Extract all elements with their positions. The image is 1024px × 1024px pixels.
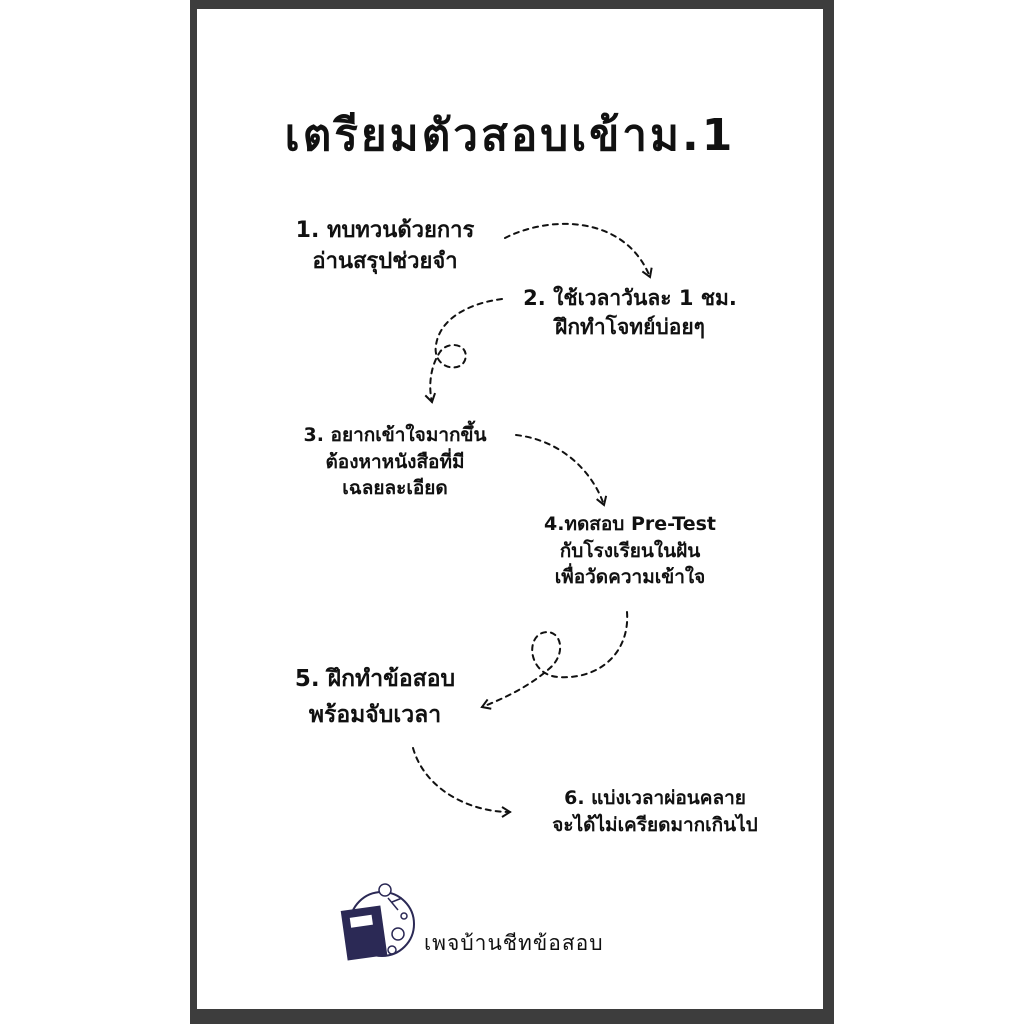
- page-name: เพจบ้านชีทข้อสอบ: [424, 931, 604, 955]
- step-1-line-1: 1. ทบทวนด้วยการ: [295, 218, 475, 243]
- arrow-3-to-4: [515, 434, 608, 507]
- step-4-line-3: เพื่อวัดความเข้าใจ: [554, 566, 706, 589]
- step-6: 6. แบ่งเวลาผ่อนคลาย จะได้ไม่เครียดมากเกิ…: [520, 785, 790, 838]
- arrow-5-to-6: [412, 747, 512, 818]
- arrow-1-to-2: [504, 222, 653, 279]
- step-2-line-2: ฝึกทำโจทย์บ่อยๆ: [555, 315, 705, 340]
- step-4-line-2: กับโรงเรียนในฝัน: [559, 539, 701, 562]
- step-3-line-3: เฉลยละเอียด: [342, 477, 448, 500]
- step-1-line-2: อ่านสรุปช่วยจำ: [312, 248, 458, 274]
- arrow-2-to-3: [424, 298, 503, 404]
- poster-panel: [197, 9, 823, 1009]
- step-2: 2. ใช้เวลาวันละ 1 ชม. ฝึกทำโจทย์บ่อยๆ: [495, 284, 765, 343]
- step-3-line-2: ต้องหาหนังสือที่มี: [325, 450, 465, 473]
- step-5-line-2: พร้อมจับเวลา: [308, 701, 442, 728]
- arrow-4-to-5: [480, 611, 629, 710]
- step-3-line-1: 3. อยากเข้าใจมากขึ้น: [303, 424, 487, 446]
- step-5: 5. ฝึกทำข้อสอบ พร้อมจับเวลา: [260, 662, 490, 733]
- step-6-line-2: จะได้ไม่เครียดมากเกินไป: [552, 813, 758, 836]
- step-6-line-1: 6. แบ่งเวลาผ่อนคลาย: [564, 787, 746, 809]
- step-4-line-1: 4.ทดสอบ Pre-Test: [544, 513, 716, 535]
- step-5-line-1: 5. ฝึกทำข้อสอบ: [294, 666, 456, 692]
- step-1: 1. ทบทวนด้วยการ อ่านสรุปช่วยจำ: [260, 216, 510, 278]
- poster-title: เตรียมตัวสอบเข้าม.1: [284, 110, 736, 161]
- step-4: 4.ทดสอบ Pre-Test กับโรงเรียนในฝัน เพื่อว…: [510, 511, 750, 591]
- step-3: 3. อยากเข้าใจมากขึ้น ต้องหาหนังสือที่มี …: [260, 422, 530, 502]
- step-2-line-1: 2. ใช้เวลาวันละ 1 ชม.: [523, 286, 737, 310]
- book-moon-logo-icon: [340, 883, 415, 961]
